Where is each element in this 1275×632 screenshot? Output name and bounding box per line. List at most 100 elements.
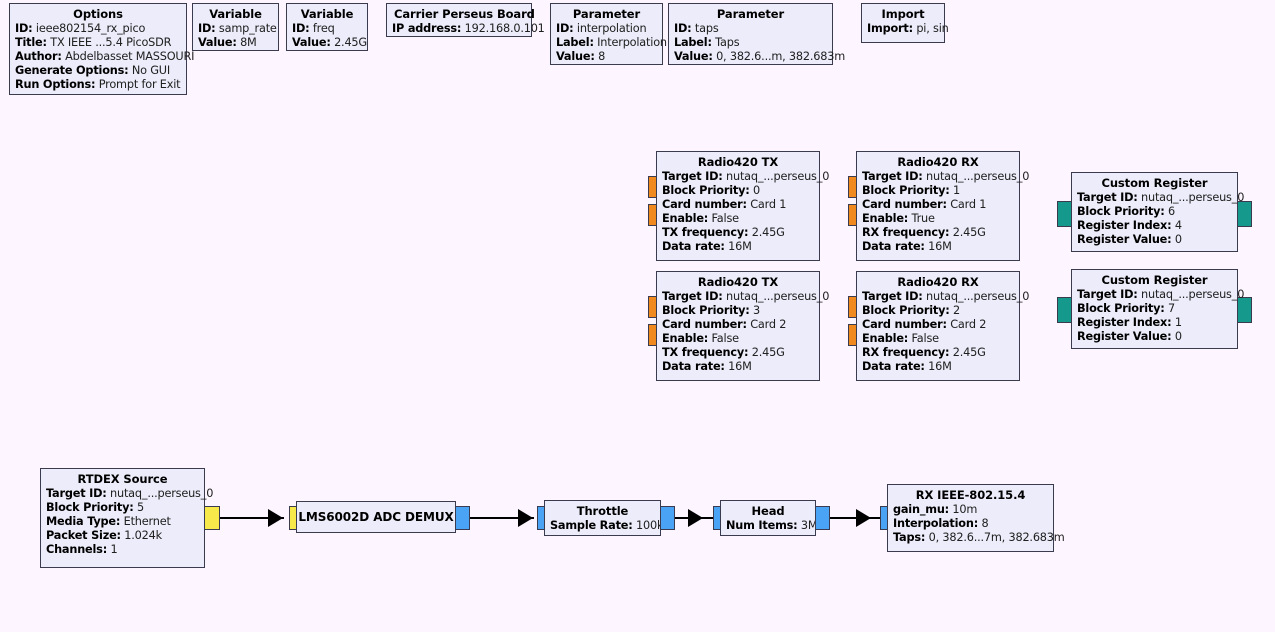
param-key: ID:	[556, 22, 574, 35]
param-key: ID:	[15, 22, 33, 35]
param-key: Target ID:	[862, 290, 923, 303]
param-key: Block Priority:	[862, 304, 950, 317]
block-radio420-tx-card1[interactable]: Radio420 TX Target ID: nutaq_...perseus_…	[656, 151, 829, 261]
param-key: ID:	[198, 22, 216, 35]
param-key: Packet Size:	[46, 529, 121, 542]
param-row: Enable: False	[662, 212, 814, 226]
param-key: IP address:	[392, 22, 462, 35]
param-key: Block Priority:	[862, 184, 950, 197]
block-options[interactable]: Options ID: ieee802154_rx_pico Title: TX…	[9, 3, 194, 95]
param-value: nutaq_...perseus_0	[1141, 191, 1245, 204]
port-output-rtdex[interactable]	[204, 506, 220, 530]
param-key: Import:	[867, 22, 913, 35]
port-register-output[interactable]	[1236, 201, 1252, 227]
param-value: 16M	[928, 360, 952, 373]
param-value: 5	[137, 501, 145, 514]
param-key: Data rate:	[862, 240, 925, 253]
connection-rtdex-to-demux[interactable]	[220, 517, 284, 519]
param-value: Card 2	[750, 318, 787, 331]
block-parameter-interpolation[interactable]: Parameter ID: interpolation Label: Inter…	[550, 3, 667, 65]
connection-demux-to-throttle[interactable]	[470, 517, 534, 519]
block-parameter-taps[interactable]: Parameter ID: taps Label: Taps Value: 0,…	[668, 3, 845, 65]
block-custom-register-2[interactable]: Custom Register Target ID: nutaq_...pers…	[1071, 269, 1244, 349]
param-row: Enable: False	[662, 332, 814, 346]
param-row: Label: Interpolation	[556, 36, 667, 50]
param-key: Label:	[556, 36, 594, 49]
param-key: TX frequency:	[662, 346, 749, 359]
param-key: Target ID:	[1077, 191, 1138, 204]
block-title: Import	[881, 7, 925, 21]
block-radio420-tx-card2[interactable]: Radio420 TX Target ID: nutaq_...perseus_…	[656, 271, 829, 381]
param-row: Block Priority: 6	[1077, 205, 1232, 219]
param-value: 0, 382.6...7m, 382.683m	[928, 531, 1065, 544]
param-row: Interpolation: 8	[893, 517, 1048, 531]
param-row: Channels: 1	[46, 543, 199, 557]
block-title: Custom Register	[1101, 273, 1208, 287]
block-head[interactable]: Head Num Items: 3M	[720, 500, 818, 536]
connection-arrow	[688, 509, 703, 527]
param-value: No GUI	[131, 64, 170, 77]
param-value: 16M	[928, 240, 952, 253]
param-key: Run Options:	[15, 78, 96, 91]
connection-arrow	[268, 509, 283, 527]
param-key: Media Type:	[46, 515, 121, 528]
block-rx-ieee-802-15-4[interactable]: RX IEEE-802.15.4 gain_mu: 10m Interpolat…	[887, 484, 1065, 552]
param-value: 1	[953, 184, 961, 197]
param-key: Data rate:	[662, 360, 725, 373]
param-row: Target ID: nutaq_...perseus_0	[46, 487, 213, 501]
param-key: Card number:	[662, 198, 747, 211]
block-variable-freq[interactable]: Variable ID: freq Value: 2.45G	[286, 3, 368, 51]
param-row: Card number: Card 1	[862, 198, 1014, 212]
param-value: nutaq_...perseus_0	[726, 290, 830, 303]
param-key: Taps:	[893, 531, 926, 544]
param-key: Target ID:	[46, 487, 107, 500]
param-value: Card 1	[950, 198, 987, 211]
block-title: Radio420 RX	[897, 275, 979, 289]
param-value: nutaq_...perseus_0	[110, 487, 214, 500]
param-row: Register Value: 0	[1077, 330, 1232, 344]
param-value: False	[711, 332, 740, 345]
param-value: interpolation	[576, 22, 647, 35]
param-row: Value: 8	[556, 50, 657, 64]
param-row: Target ID: nutaq_...perseus_0	[1077, 288, 1244, 302]
block-lms6002d-adc-demux[interactable]: LMS6002D ADC DEMUX	[296, 501, 456, 533]
param-key: Register Index:	[1077, 316, 1172, 329]
block-variable-samp-rate[interactable]: Variable ID: samp_rate Value: 8M	[192, 3, 279, 51]
param-row: Taps: 0, 382.6...7m, 382.683m	[893, 531, 1065, 545]
param-row: TX frequency: 2.45G	[662, 226, 814, 240]
param-row: Data rate: 16M	[662, 360, 814, 374]
param-row: ID: ieee802154_rx_pico	[15, 22, 181, 36]
port-output-demux[interactable]	[455, 506, 470, 530]
param-row: ID: taps	[674, 22, 827, 36]
param-value: 16M	[728, 240, 752, 253]
block-radio420-rx-card2[interactable]: Radio420 RX Target ID: nutaq_...perseus_…	[856, 271, 1029, 381]
param-key: Data rate:	[662, 240, 725, 253]
param-value: 10m	[952, 503, 978, 516]
connection-throttle-to-head[interactable]	[675, 517, 733, 519]
param-value: 3	[753, 304, 761, 317]
param-key: Block Priority:	[46, 501, 134, 514]
block-rtdex-source[interactable]: RTDEX Source Target ID: nutaq_...perseus…	[40, 468, 213, 568]
param-value: TX IEEE ...5.4 PicoSDR	[50, 36, 172, 49]
port-output-throttle[interactable]	[660, 506, 675, 530]
param-value: pi, sin	[916, 22, 949, 35]
param-key: TX frequency:	[662, 226, 749, 239]
block-title: Radio420 TX	[697, 275, 779, 289]
block-throttle[interactable]: Throttle Sample Rate: 100k	[544, 500, 664, 536]
param-key: Enable:	[662, 332, 709, 345]
block-custom-register-1[interactable]: Custom Register Target ID: nutaq_...pers…	[1071, 172, 1244, 252]
param-row: Card number: Card 2	[662, 318, 814, 332]
param-row: Target ID: nutaq_...perseus_0	[862, 290, 1029, 304]
param-row: RX frequency: 2.45G	[862, 226, 1014, 240]
block-import[interactable]: Import Import: pi, sin	[861, 3, 949, 43]
param-value: Ethernet	[123, 515, 171, 528]
block-radio420-rx-card1[interactable]: Radio420 RX Target ID: nutaq_...perseus_…	[856, 151, 1029, 261]
param-row: ID: interpolation	[556, 22, 657, 36]
connection-arrow	[856, 509, 871, 527]
param-value: nutaq_...perseus_0	[926, 290, 1030, 303]
port-output-head[interactable]	[815, 506, 830, 530]
block-carrier-perseus-board[interactable]: Carrier Perseus Board IP address: 192.16…	[386, 3, 545, 37]
block-title: Custom Register	[1101, 176, 1208, 190]
param-value: Card 1	[750, 198, 787, 211]
